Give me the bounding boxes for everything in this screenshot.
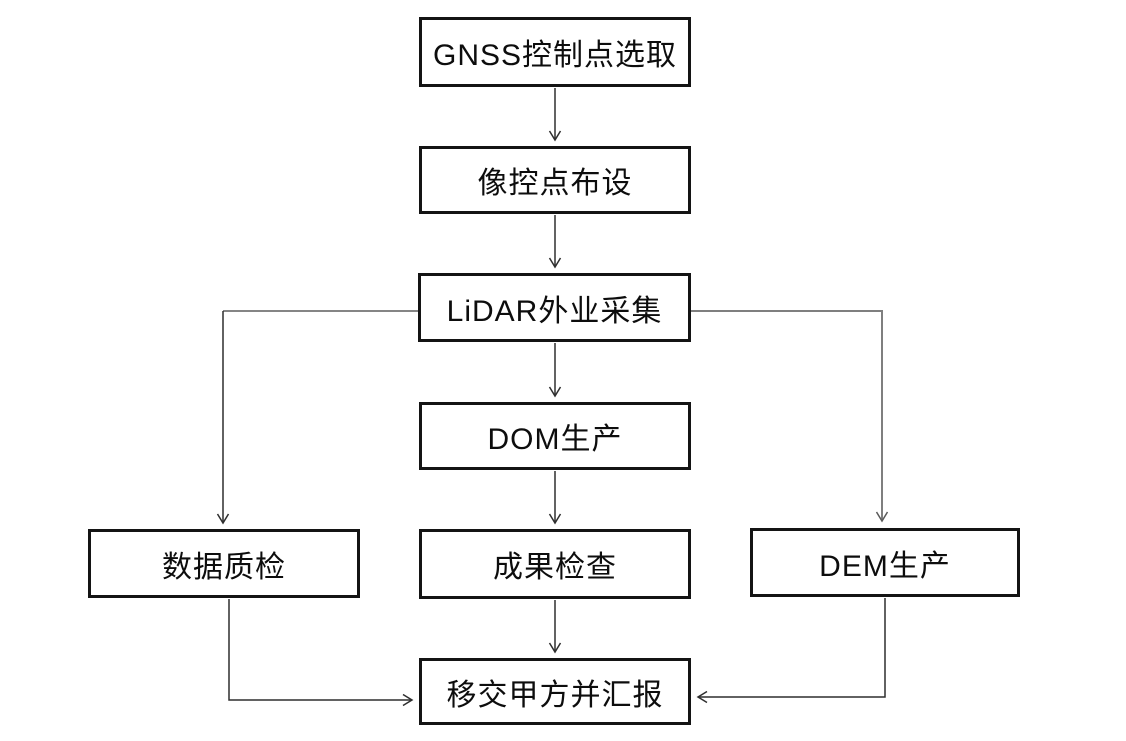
node-dem-production: DEM生产 (750, 528, 1020, 597)
node-lidar-field-collection: LiDAR外业采集 (418, 273, 691, 342)
node-label: 数据质检 (162, 550, 286, 584)
edge-dem-to-handover (696, 598, 886, 704)
node-label: 成果检查 (493, 551, 617, 584)
node-handover-and-report: 移交甲方并汇报 (419, 658, 691, 725)
node-data-quality-check: 数据质检 (88, 529, 360, 598)
edge-data-qc-to-handover (228, 599, 414, 707)
node-label: GNSS控制点选取 (432, 39, 678, 72)
node-result-inspection: 成果检查 (419, 529, 691, 599)
node-label: DEM生产 (819, 549, 951, 583)
node-label: DOM生产 (487, 423, 623, 456)
node-gnss-control-point-selection: GNSS控制点选取 (419, 17, 691, 87)
node-label: 移交甲方并汇报 (446, 678, 664, 712)
node-label: LiDAR外业采集 (446, 294, 663, 328)
node-image-control-point-layout: 像控点布设 (419, 146, 691, 214)
edge-lidar-to-dem (691, 310, 889, 523)
node-label: 像控点布设 (477, 167, 633, 200)
node-dom-production: DOM生产 (419, 402, 691, 470)
